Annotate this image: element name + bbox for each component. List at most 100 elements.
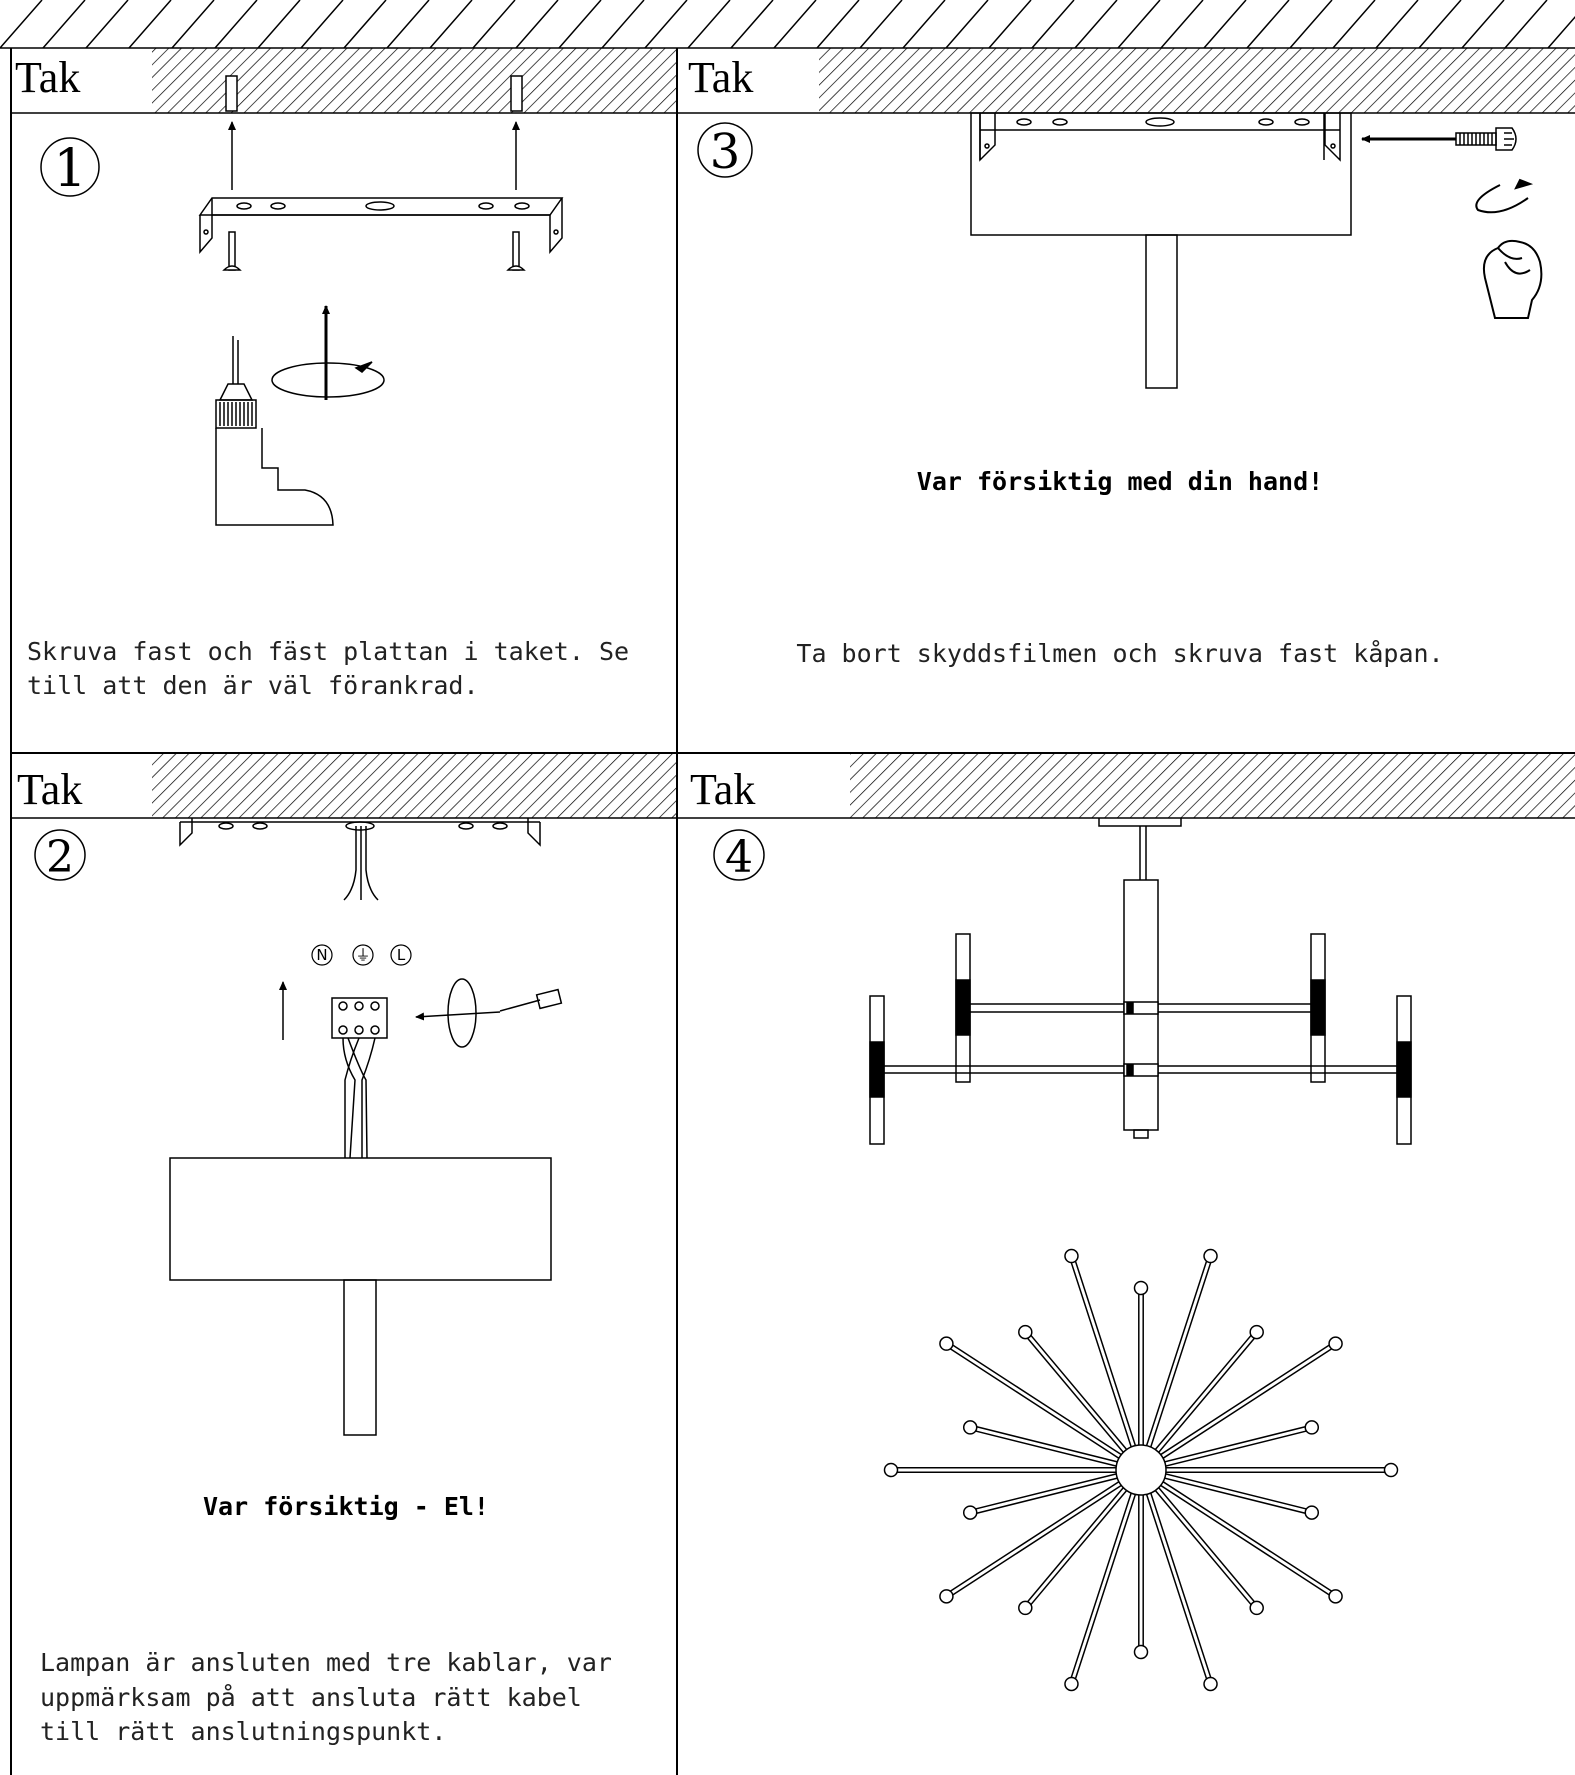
hatch-slash: [644, 0, 688, 49]
spoke-bulb: [1203, 1676, 1218, 1692]
spoke-arm: [1139, 1341, 1335, 1469]
terminal-earth: ⏚: [355, 946, 370, 964]
step-number: 3: [710, 124, 741, 180]
lamp-wires: [342, 1037, 376, 1159]
spoke-bulb: [1249, 1600, 1264, 1616]
drill: [215, 336, 334, 526]
spoke-bulb: [1328, 1589, 1343, 1604]
caption-line-2: till att den är väl förankrad.: [27, 671, 479, 700]
spoke-bulb: [883, 1462, 899, 1478]
spoke-bulb: [1383, 1462, 1399, 1478]
spoke-arm: [1023, 1468, 1140, 1607]
hatch-slash: [859, 0, 903, 49]
spoke-bulb: [1328, 1336, 1343, 1351]
spoke-arm: [970, 1424, 1142, 1469]
spoke-arm: [1138, 1255, 1210, 1470]
caption-line-1: Lampan är ansluten med tre kablar, var: [40, 1648, 612, 1677]
spoke-bulb: [1064, 1676, 1079, 1692]
warning-text: Var försiktig - El!: [203, 1492, 489, 1521]
spoke-arm: [947, 1341, 1143, 1469]
spoke-bulb: [1133, 1644, 1149, 1660]
spoke-arm: [1142, 1469, 1214, 1684]
spoke-bulb: [1304, 1420, 1320, 1435]
panel-step-2: Tak 2 N ⏚ L: [11, 753, 677, 1746]
ceiling-label: Tak: [17, 765, 82, 814]
step-number-badge: [34, 829, 86, 881]
hatch-slash: [816, 0, 860, 49]
hatch-slash: [1031, 0, 1075, 49]
step-number: 2: [46, 832, 74, 883]
hatch-slash: [1074, 0, 1118, 49]
spoke-bulb: [962, 1420, 978, 1435]
step-number: 4: [725, 832, 753, 883]
spoke-bulb: [1018, 1600, 1033, 1616]
spoke-arm: [1023, 1333, 1140, 1472]
spoke-arm: [1026, 1470, 1144, 1610]
spoke-arm: [1139, 1471, 1335, 1599]
terminal-l: L: [397, 946, 406, 964]
hatch-slash: [42, 0, 86, 49]
ceiling-hatch: [819, 48, 1575, 113]
step-number-badge: [713, 829, 765, 881]
hatch-slash: [945, 0, 989, 49]
terminal-block: [279, 978, 563, 1048]
hatch-slash: [472, 0, 516, 49]
caption-line-1: Ta bort skyddsfilmen och skruva fast kåp…: [796, 639, 1443, 668]
lamp-canopy: [169, 1157, 552, 1436]
ceiling-hatch: [850, 753, 1575, 818]
spoke-arm: [1142, 1256, 1214, 1471]
hatch-slash: [558, 0, 602, 49]
terminal-n: N: [316, 946, 327, 964]
ceiling-hatch: [152, 753, 677, 818]
fixture-side-view: [869, 818, 1412, 1145]
hatch-slash: [687, 0, 731, 49]
spoke-bulb: [1064, 1248, 1079, 1264]
step-number-badge: [697, 122, 753, 178]
spoke-arm: [1141, 1428, 1313, 1473]
spoke-arm: [1141, 1467, 1313, 1512]
spoke-bulb: [1249, 1324, 1264, 1340]
hatch-slash: [171, 0, 215, 49]
spoke-bulb: [962, 1505, 978, 1520]
panel-step-3: Tak 3: [677, 48, 1575, 668]
screws: [222, 231, 526, 271]
spoke-arm: [970, 1471, 1142, 1516]
hatch-slash: [128, 0, 172, 49]
spoke-arm: [969, 1467, 1141, 1512]
spoke-arm: [944, 1344, 1141, 1473]
hatch-slash: [0, 0, 43, 49]
hatch-slash: [601, 0, 645, 49]
spoke-arm: [1068, 1256, 1140, 1471]
caption-line-1: Skruva fast och fäst plattan i taket. Se: [27, 637, 629, 666]
hatch-slash: [1332, 0, 1376, 49]
spoke-arm: [1068, 1469, 1140, 1684]
hatch-slash: [1418, 0, 1462, 49]
hatch-slash: [429, 0, 473, 49]
step-number-badge: [40, 137, 100, 197]
hatch-slash: [1547, 16, 1575, 49]
spoke-bulb: [1304, 1505, 1320, 1520]
spoke-arm: [1142, 1333, 1259, 1472]
canopy-with-plate: [970, 112, 1352, 389]
terminal-labels: [311, 944, 412, 966]
hatch-slash: [773, 0, 817, 49]
panel-step-4: Tak 4: [677, 753, 1575, 1692]
spoke-bulb: [1133, 1280, 1149, 1296]
spoke-arm: [1141, 1467, 1338, 1596]
hatch-slash: [300, 0, 344, 49]
hatch-slash: [257, 0, 301, 49]
step-number: 1: [53, 139, 86, 199]
mounting-plate: [179, 818, 541, 847]
hatch-slash: [988, 0, 1032, 49]
hatch-slash: [902, 0, 946, 49]
ceiling-label: Tak: [690, 765, 755, 814]
spoke-arm: [1026, 1330, 1144, 1470]
hatch-slash: [386, 0, 430, 49]
top-ceiling-band: [0, 0, 1575, 49]
ceiling-anchors: [225, 75, 523, 190]
hatch-slash: [1375, 0, 1419, 49]
spoke-arm: [1138, 1330, 1256, 1470]
spoke-arm: [1142, 1468, 1259, 1607]
ceiling-label: Tak: [688, 53, 753, 102]
